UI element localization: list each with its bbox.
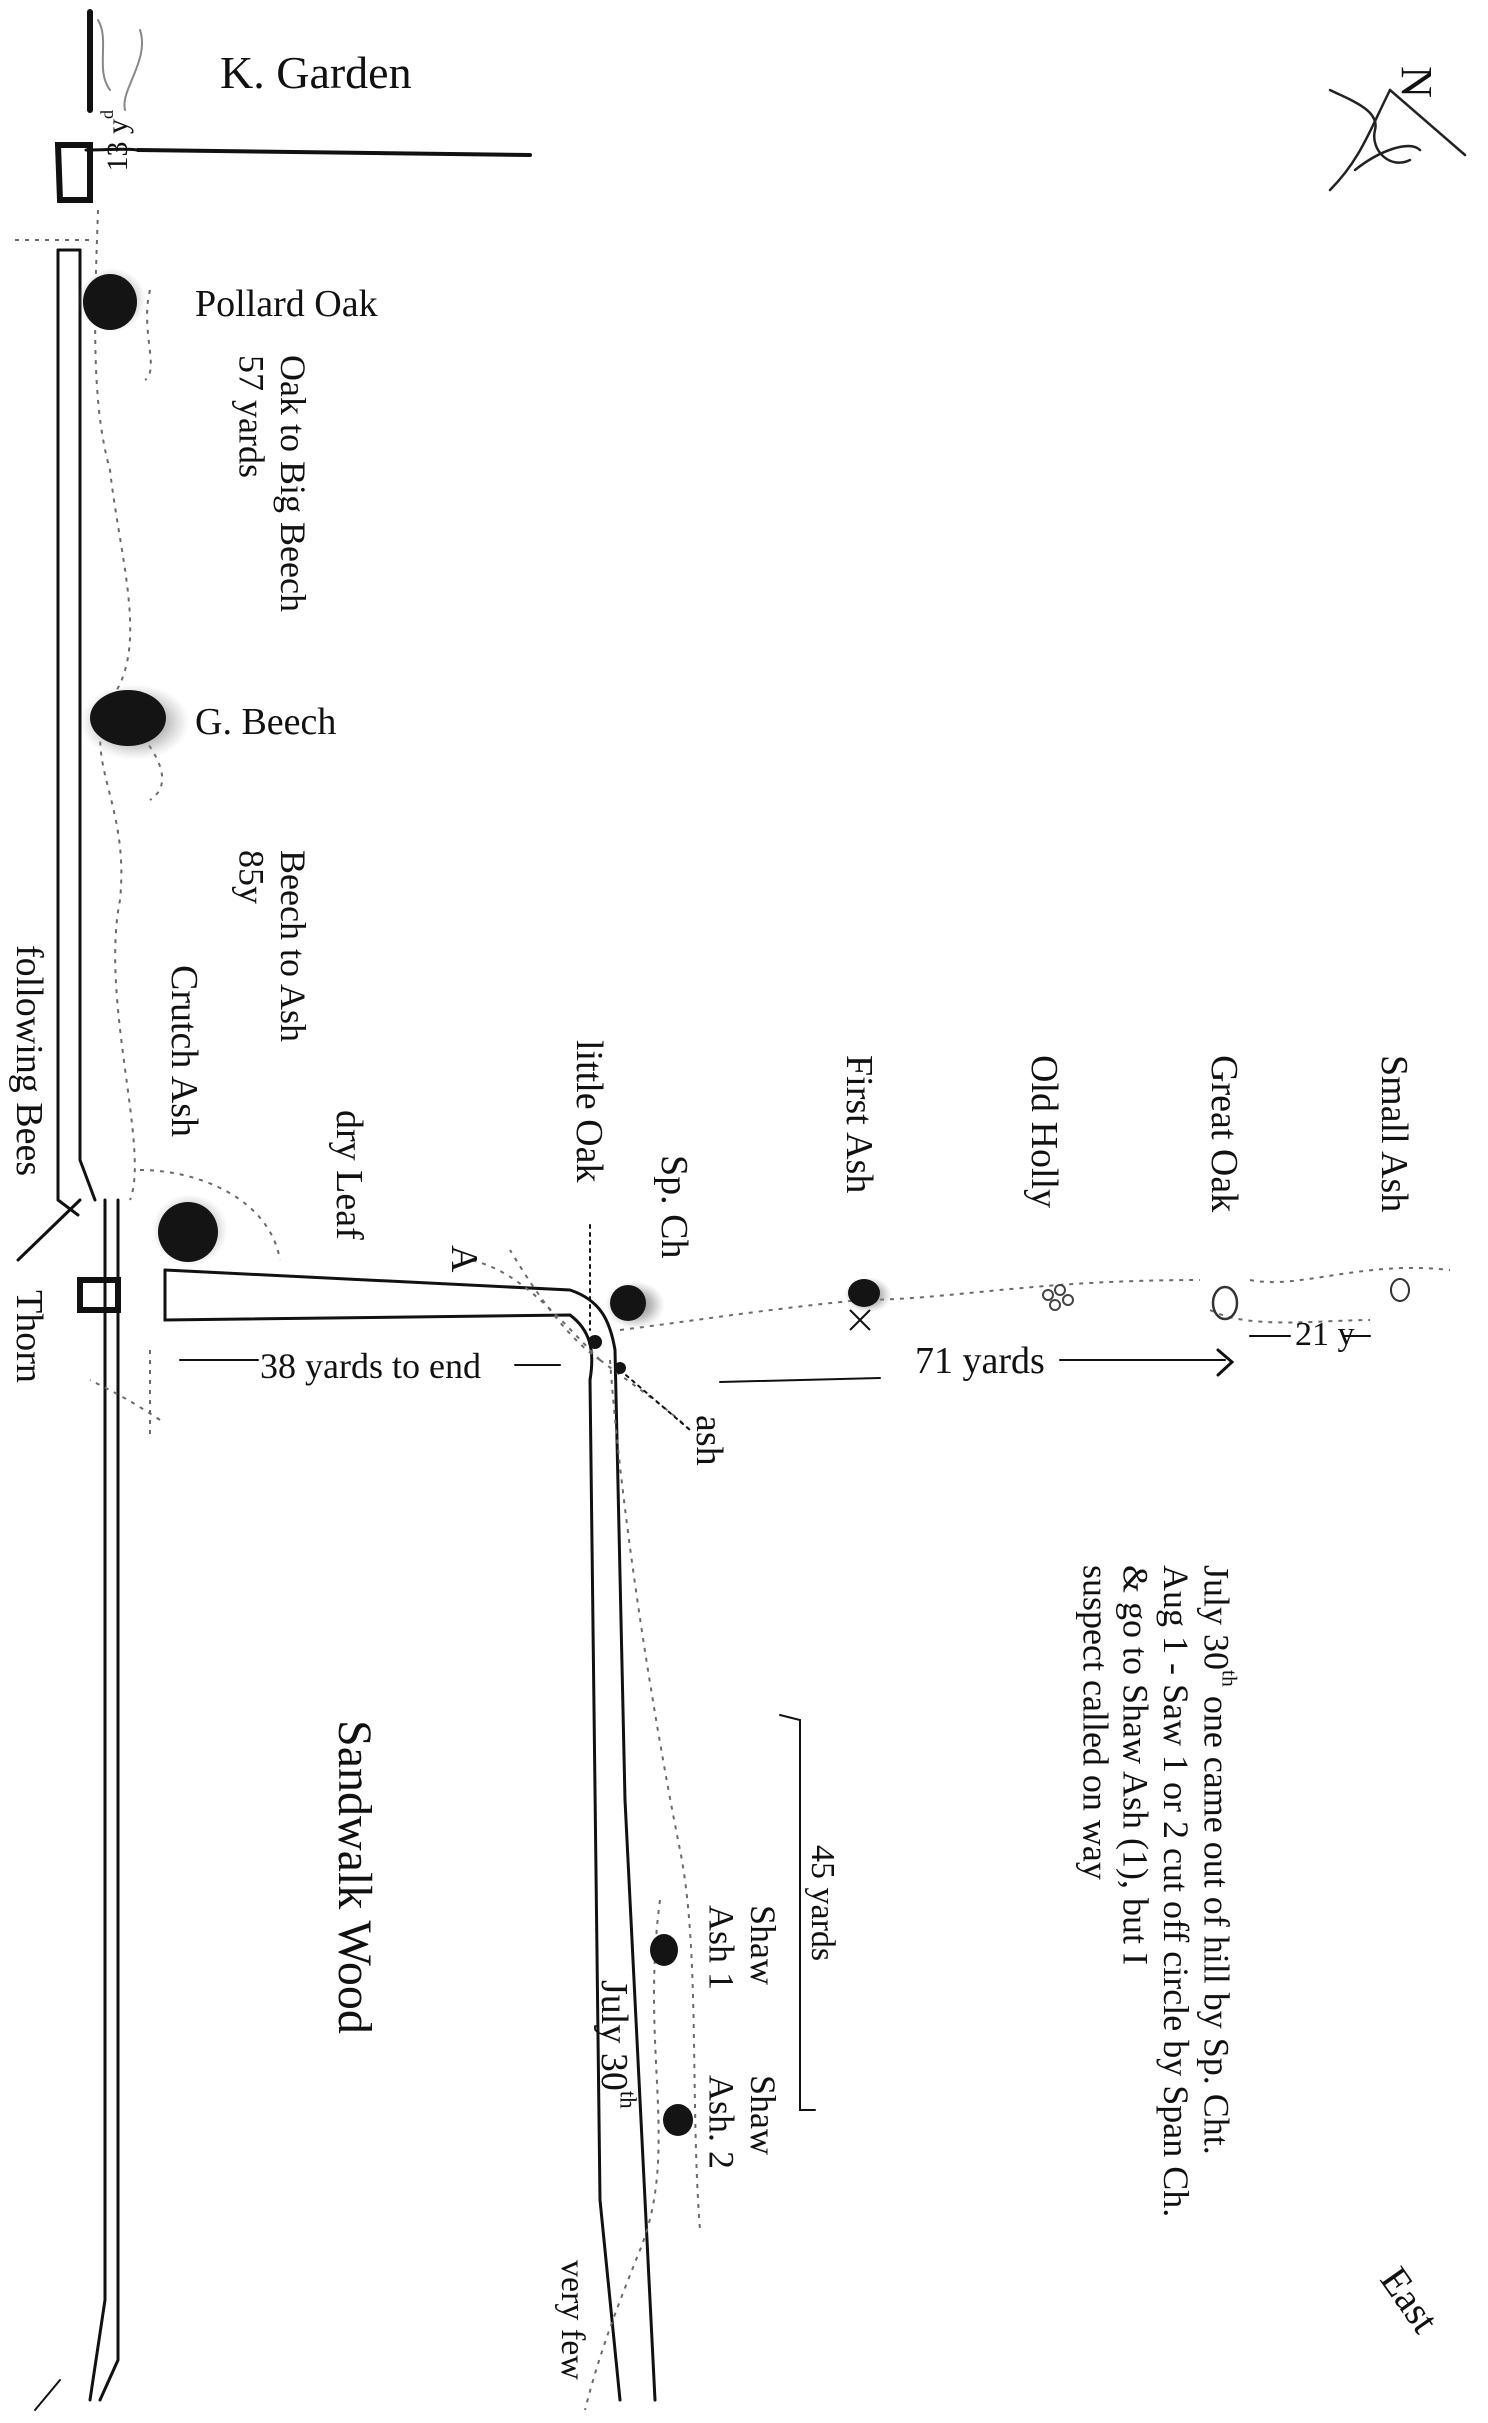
label-sandwalk-wood: Sandwalk Wood (328, 1720, 381, 2034)
tree-great-oak (1211, 1285, 1239, 1321)
label-following-bees: following Bees (8, 945, 50, 1177)
label-a-mark: A (443, 1245, 485, 1273)
note-line-2: Aug 1 - Saw 1 or 2 cut off circle by Spa… (1155, 1565, 1196, 2218)
label-45-yards: 45 yards (804, 1845, 841, 1962)
tree-great-beech (80, 684, 190, 760)
label-thorn: Thorn (8, 1290, 50, 1383)
label-38-yards-to-end: 38 yards to end (260, 1346, 481, 1386)
label-dry-leaf: dry Leaf (328, 1110, 370, 1240)
label-13-yards: 13 yd (97, 110, 134, 172)
label-very-few: very few (554, 2260, 591, 2380)
note-line-1: July 30th one came out of hill by Sp. Ch… (1196, 1565, 1242, 2155)
tree-little-oak (588, 1335, 602, 1349)
label-71-yards: 71 yards (915, 1340, 1045, 1382)
north-arrow (1328, 88, 1467, 192)
label-north: N (1391, 66, 1441, 98)
tree-old-holly (1042, 1284, 1074, 1311)
tree-spanish-chestnut (605, 1281, 665, 1329)
tree-shaw-ash-2 (663, 2104, 693, 2136)
label-crutch-ash: Crutch Ash (163, 965, 205, 1138)
tree-shaw-ash-1 (650, 1934, 678, 1966)
bee-flight-paths (15, 209, 1451, 2411)
measure-lines (179, 1224, 1371, 2111)
label-g-beech: G. Beech (195, 701, 337, 743)
field-note: July 30th one came out of hill by Sp. Ch… (1075, 1565, 1241, 2217)
label-21-yards: 21 y (1295, 1316, 1355, 1353)
label-first-ash: First Ash (838, 1055, 880, 1194)
tree-pollard-oak (78, 268, 146, 332)
label-sp-ch: Sp. Ch (653, 1155, 695, 1259)
note-line-4: suspect called on way (1075, 1565, 1116, 1880)
label-pollard-oak: Pollard Oak (195, 283, 378, 325)
sandwalk-path (163, 1268, 657, 2402)
garden-wall (54, 9, 532, 203)
label-july-30: July 30th (593, 1980, 641, 2109)
tree-crutch-ash (152, 1194, 228, 1266)
tree-small-ash (1390, 1278, 1410, 1302)
label-small-ash: Small Ash (1373, 1055, 1415, 1213)
main-walk (16, 248, 121, 2411)
tree-first-ash (844, 1277, 892, 1331)
label-k-garden: K. Garden (220, 47, 412, 98)
label-old-holly: Old Holly (1023, 1055, 1065, 1209)
tree-sp-ch-small-ash (614, 1362, 626, 1374)
label-little-oak: little Oak (568, 1040, 610, 1183)
note-line-3: & go to Shaw Ash (1), but I (1115, 1565, 1156, 1965)
label-great-oak: Great Oak (1203, 1055, 1245, 1213)
label-ash: ash (688, 1415, 730, 1466)
